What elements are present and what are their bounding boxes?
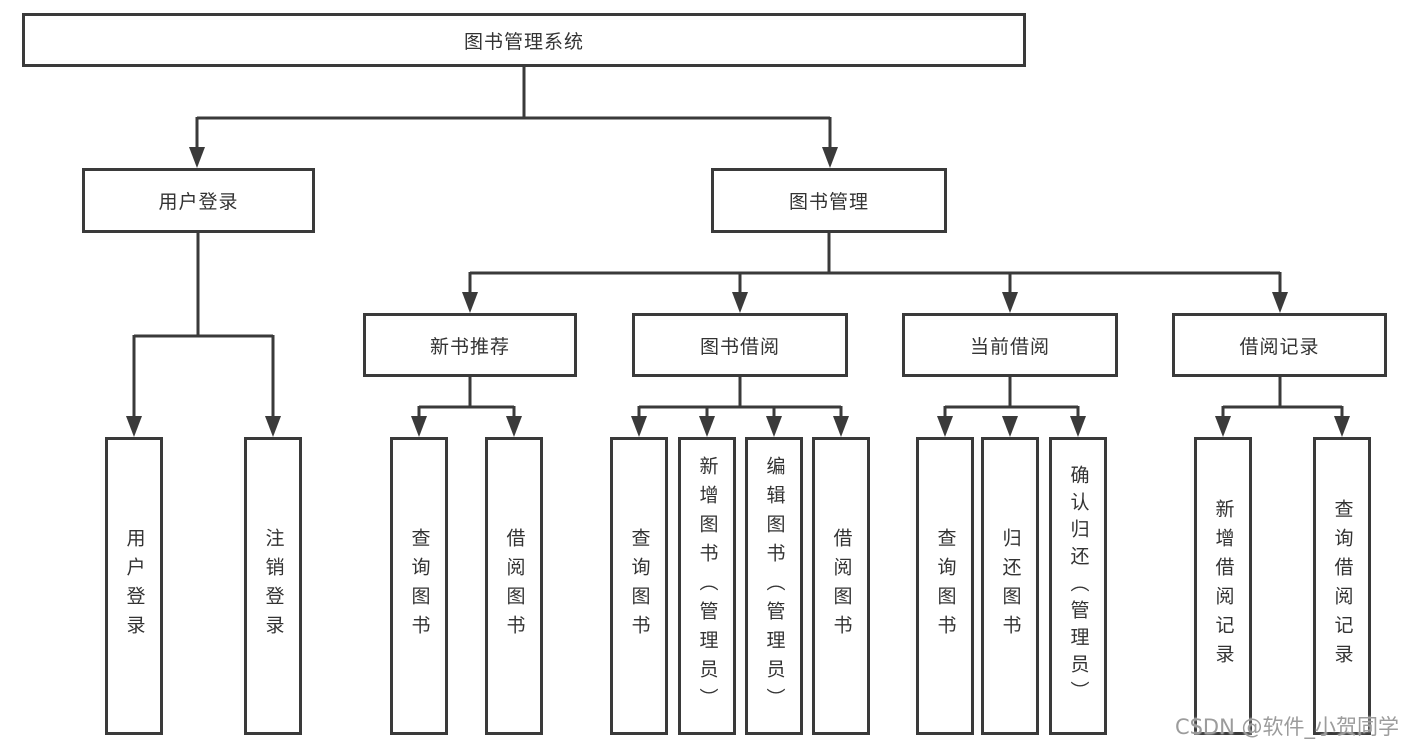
leaf-edit-books-admin: 编辑图书（管理员） [745, 437, 803, 735]
leaf-borrow-books-borrowing: 借阅图书 [812, 437, 870, 735]
node-label: 查询图书 [628, 528, 651, 644]
node-label: 查询借阅记录 [1331, 499, 1354, 673]
node-label: 新增图书（管理员） [696, 455, 719, 717]
node-label: 查询图书 [408, 528, 431, 644]
node-user-login: 用户登录 [82, 168, 315, 233]
leaf-borrow-books-recommend: 借阅图书 [485, 437, 543, 735]
node-current-borrowing: 当前借阅 [902, 313, 1118, 377]
leaf-query-books-borrowing: 查询图书 [610, 437, 668, 735]
node-book-management: 图书管理 [711, 168, 947, 233]
leaf-add-borrow-record: 新增借阅记录 [1194, 437, 1252, 735]
node-book-borrowing: 图书借阅 [632, 313, 848, 377]
node-label: 图书管理 [788, 191, 869, 213]
leaf-query-books-recommend: 查询图书 [390, 437, 448, 735]
node-borrowing-records: 借阅记录 [1172, 313, 1387, 377]
leaf-user-login: 用户登录 [105, 437, 163, 735]
node-label: 查询图书 [934, 528, 957, 644]
node-label: 新增借阅记录 [1212, 499, 1235, 673]
leaf-query-books-current: 查询图书 [916, 437, 974, 735]
node-label: 借阅图书 [503, 528, 526, 644]
node-label: 确认归还（管理员） [1067, 464, 1090, 708]
node-label: 图书借阅 [699, 335, 780, 358]
node-label: 图书管理系统 [463, 30, 584, 53]
csdn-watermark: CSDN @软件_小贺同学 [1174, 715, 1399, 739]
leaf-confirm-return-admin: 确认归还（管理员） [1049, 437, 1107, 735]
node-label: 当前借阅 [969, 335, 1050, 358]
node-label: 注销登录 [262, 528, 285, 644]
node-new-book-recommendation: 新书推荐 [363, 313, 577, 377]
node-label: 编辑图书（管理员） [763, 455, 786, 717]
node-label: 归还图书 [999, 528, 1022, 644]
leaf-return-books: 归还图书 [981, 437, 1039, 735]
node-label: 借阅记录 [1239, 335, 1320, 358]
node-label: 借阅图书 [830, 528, 853, 644]
node-library-management-system: 图书管理系统 [22, 13, 1026, 67]
node-label: 新书推荐 [429, 335, 510, 358]
leaf-logout-login: 注销登录 [244, 437, 302, 735]
node-label: 用户登录 [158, 191, 239, 213]
leaf-query-borrow-record: 查询借阅记录 [1313, 437, 1371, 735]
node-label: 用户登录 [123, 528, 146, 644]
leaf-add-books-admin: 新增图书（管理员） [678, 437, 736, 735]
